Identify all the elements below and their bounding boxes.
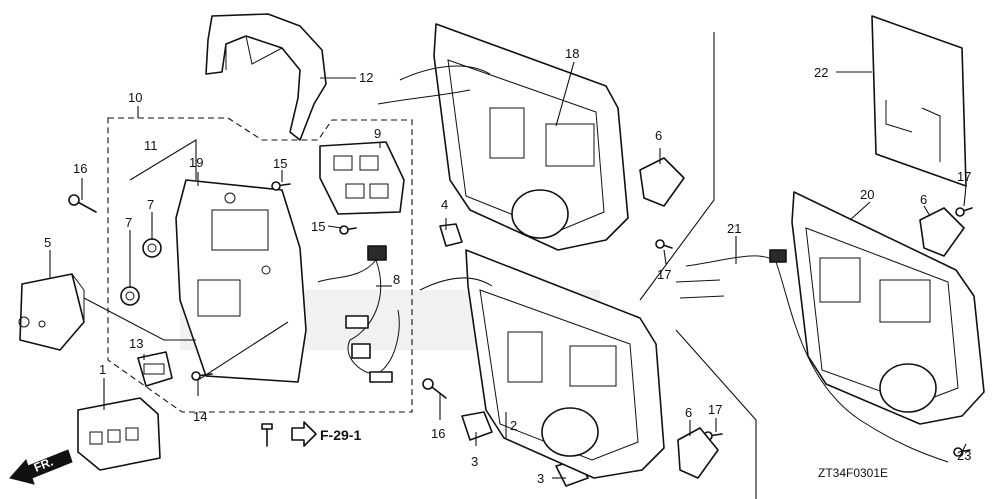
callout-9: 9 — [374, 126, 381, 141]
screw-16-left — [68, 194, 97, 213]
callout-6: 6 — [920, 192, 927, 207]
callout-8: 8 — [393, 272, 400, 287]
part-6-bracket-b — [677, 427, 719, 479]
callout-7: 7 — [125, 215, 132, 230]
callout-20: 20 — [860, 187, 874, 202]
callout-3: 3 — [537, 471, 544, 486]
callout-18: 18 — [565, 46, 579, 61]
callout-6: 6 — [655, 128, 662, 143]
part-4-grommet — [439, 223, 463, 247]
part-12-cover — [205, 13, 327, 141]
front-direction: FR. — [9, 449, 73, 485]
callout-23: 23 — [957, 448, 971, 463]
arrow-right-icon — [291, 421, 317, 447]
part-18-inverter-unit — [377, 23, 629, 251]
callout-16: 16 — [73, 161, 87, 176]
callout-11: 11 — [144, 138, 158, 153]
callout-15: 15 — [273, 156, 287, 171]
part-2-inverter-unit — [419, 249, 665, 479]
screw-17-c — [955, 207, 973, 217]
callout-16: 16 — [431, 426, 445, 441]
reference-f-29-1[interactable]: F-29-1 — [261, 421, 361, 447]
callout-13: 13 — [129, 336, 143, 351]
callout-12: 12 — [359, 70, 373, 85]
callout-17: 17 — [957, 169, 971, 184]
part-9-outlet-panel — [319, 141, 405, 215]
screw-17-a — [655, 239, 673, 249]
assembly-outline-10 — [107, 117, 413, 413]
part-6-bracket-c — [919, 207, 965, 257]
screw-15-top — [271, 181, 291, 191]
part-13-switch — [137, 351, 173, 387]
part-1-receptacle — [77, 397, 161, 471]
part-7-terminal-a — [142, 238, 162, 258]
diagram-code: ZT34F0301E — [818, 466, 888, 480]
callout-labels: 1 2 3 3 4 5 6 6 6 7 7 8 9 10 11 12 13 14… — [44, 46, 971, 486]
front-arrow-icon — [9, 449, 73, 485]
leader-lines — [49, 32, 967, 499]
part-20-inverter-unit — [791, 191, 985, 425]
callout-4: 4 — [441, 197, 448, 212]
callout-22: 22 — [814, 65, 828, 80]
callout-19: 19 — [189, 155, 203, 170]
screw-16-center — [422, 378, 447, 399]
screw-23 — [953, 447, 971, 457]
bolt-icon — [261, 423, 273, 447]
part-6-bracket-a — [639, 157, 685, 207]
part-7-terminal-b — [120, 286, 140, 306]
part-22-sheet — [871, 15, 967, 187]
callout-15: 15 — [311, 219, 325, 234]
part-8-wire-harness — [317, 245, 400, 383]
part-21-harness — [675, 249, 949, 463]
part-3-cap-a — [461, 411, 493, 441]
callout-7: 7 — [147, 197, 154, 212]
callout-6: 6 — [685, 405, 692, 420]
callout-3: 3 — [471, 454, 478, 469]
callout-5: 5 — [44, 235, 51, 250]
front-direction-label: FR. — [32, 455, 55, 475]
callout-21: 21 — [727, 221, 741, 236]
part-5-socket — [18, 273, 85, 351]
callout-17: 17 — [657, 267, 671, 282]
screw-15-mid — [339, 225, 357, 235]
screw-14 — [191, 371, 213, 381]
callout-17: 17 — [708, 402, 722, 417]
callout-14: 14 — [193, 409, 207, 424]
callout-2: 2 — [510, 418, 517, 433]
callout-10: 10 — [128, 90, 142, 105]
reference-label: F-29-1 — [320, 427, 361, 443]
callout-1: 1 — [99, 362, 106, 377]
